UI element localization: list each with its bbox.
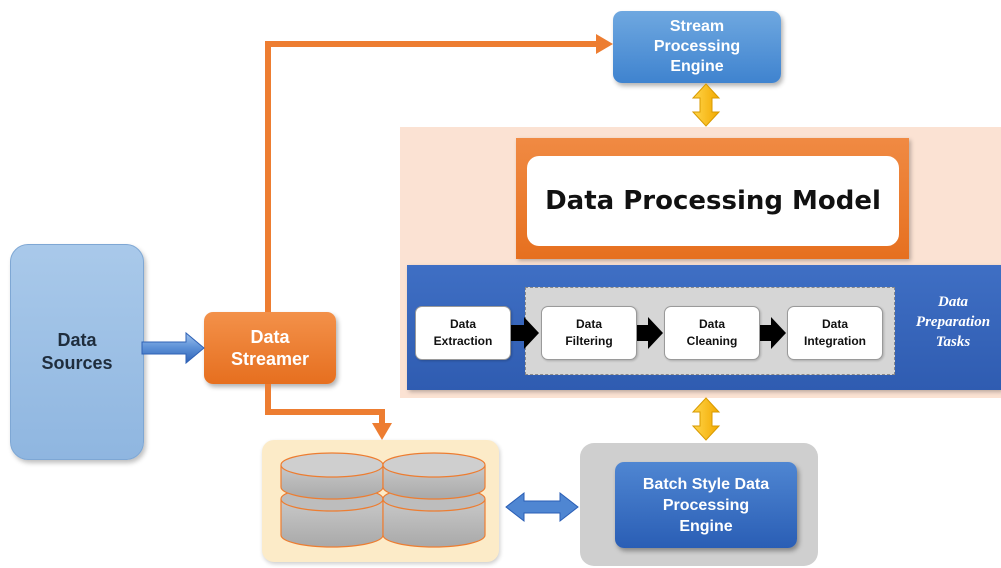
stream-engine-arrowhead [596, 34, 613, 54]
preparation-caption: Data Preparation Tasks [915, 294, 991, 350]
storage-arrowhead [372, 423, 392, 440]
task-extraction: Data Extraction [415, 306, 511, 360]
task-cleaning-label: Data Cleaning [686, 317, 738, 348]
task-extraction-label: Data Extraction [433, 317, 493, 348]
filtering-to-cleaning-arrow [637, 317, 663, 349]
stream-engine-node: Stream Processing Engine [613, 11, 781, 83]
cleaning-to-integration-arrow [760, 317, 786, 349]
task-integration-label: Data Integration [804, 317, 866, 348]
extraction-to-filtering-arrow [511, 317, 539, 349]
task-cleaning: Data Cleaning [664, 306, 760, 360]
processing-model-box: Data Processing Model [527, 156, 899, 246]
stream-model-double-arrow [691, 83, 721, 127]
streamer-to-stream-connector [265, 41, 596, 312]
data-streamer-node: Data Streamer [204, 312, 336, 384]
data-streamer-label: Data Streamer [230, 327, 310, 369]
batch-engine-label: Batch Style Data Processing Engine [642, 475, 770, 535]
batch-engine-node: Batch Style Data Processing Engine [615, 462, 797, 548]
database-icon [280, 452, 486, 548]
task-integration: Data Integration [787, 306, 883, 360]
streamer-to-storage-connector [265, 384, 385, 424]
data-sources-node: Data Sources [10, 244, 144, 460]
processing-model-label: Data Processing Model [545, 186, 881, 216]
storage-batch-double-arrow [505, 491, 579, 523]
stream-engine-label: Stream Processing Engine [653, 18, 741, 75]
sources-to-streamer-arrow [141, 331, 205, 365]
model-batch-double-arrow [691, 397, 721, 441]
task-filtering: Data Filtering [541, 306, 637, 360]
task-filtering-label: Data Filtering [565, 317, 613, 348]
data-sources-label: Data Sources [41, 330, 113, 373]
